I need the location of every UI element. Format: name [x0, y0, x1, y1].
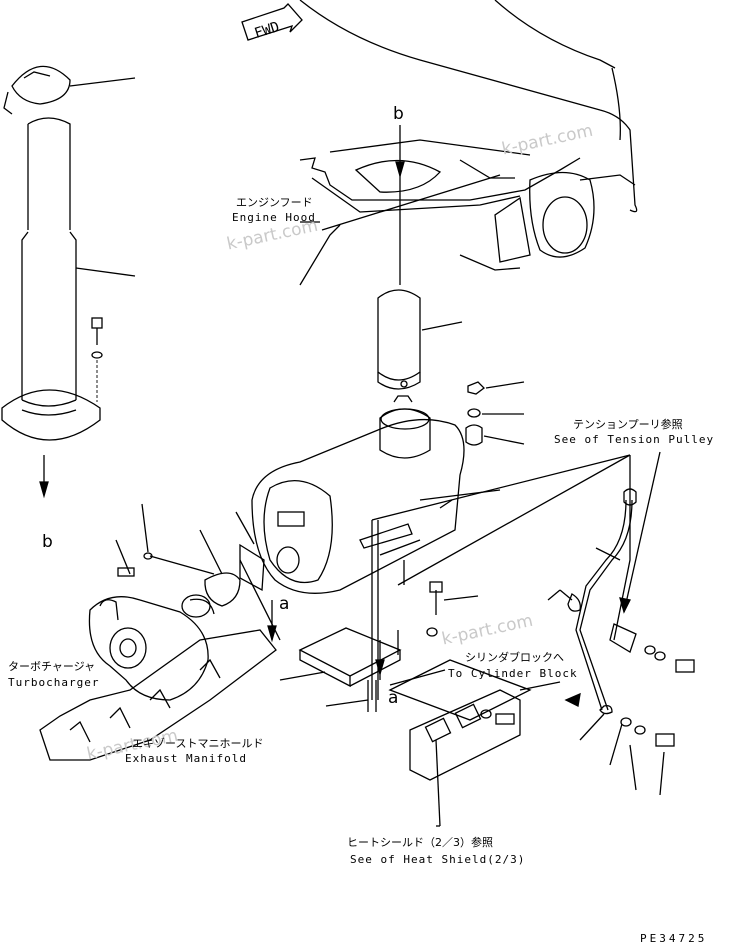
muffler: [251, 395, 501, 594]
arrow-label-b-top: b: [393, 104, 404, 124]
heat-shield: [388, 659, 532, 827]
tension-pulley-label-jp: テンションプーリ参照: [573, 418, 683, 431]
turbocharger-label-en: Turbocharger: [8, 676, 100, 689]
nut-washer-stack: [465, 381, 525, 446]
exhaust-manifold-label-jp: エキゾーストマニホールド: [132, 737, 264, 750]
tension-pulley-label-en: See of Tension Pulley: [554, 433, 715, 446]
exhaust-manifold-label-en: Exhaust Manifold: [125, 752, 247, 765]
stack-bolt: [91, 317, 103, 402]
leader-cylinder: [389, 669, 446, 686]
muffler-bracket: [279, 454, 631, 712]
drawing-number: PE34725: [640, 932, 708, 945]
engine-hood-label-jp: エンジンフード: [236, 196, 313, 209]
arrow-label-a-right: a: [279, 594, 290, 614]
arrow-label-b-left: b: [42, 532, 53, 552]
tail-pipe: [377, 289, 463, 390]
engine-hood-label-en: Engine Hood: [232, 211, 316, 224]
turbo-and-manifold: [39, 503, 281, 761]
heat-shield-label-en: See of Heat Shield(2/3): [350, 853, 526, 866]
fwd-arrow: FWD: [241, 3, 303, 42]
arrow-label-a-mid: a: [388, 688, 399, 708]
fwd-text: FWD: [253, 19, 282, 42]
exhaust-stack: [1, 65, 136, 499]
heat-shield-label-jp: ヒートシールド（2／3）参照: [347, 836, 493, 849]
engine-hood: [299, 0, 638, 286]
cylinder-block-label-en: To Cylinder Block: [448, 667, 578, 680]
pipe-assembly: [519, 451, 695, 796]
cylinder-block-label-jp: シリンダブロックへ: [465, 651, 564, 664]
turbocharger-label-jp: ターボチャージャ: [8, 660, 96, 673]
b-arrow-top-head: [395, 161, 405, 179]
